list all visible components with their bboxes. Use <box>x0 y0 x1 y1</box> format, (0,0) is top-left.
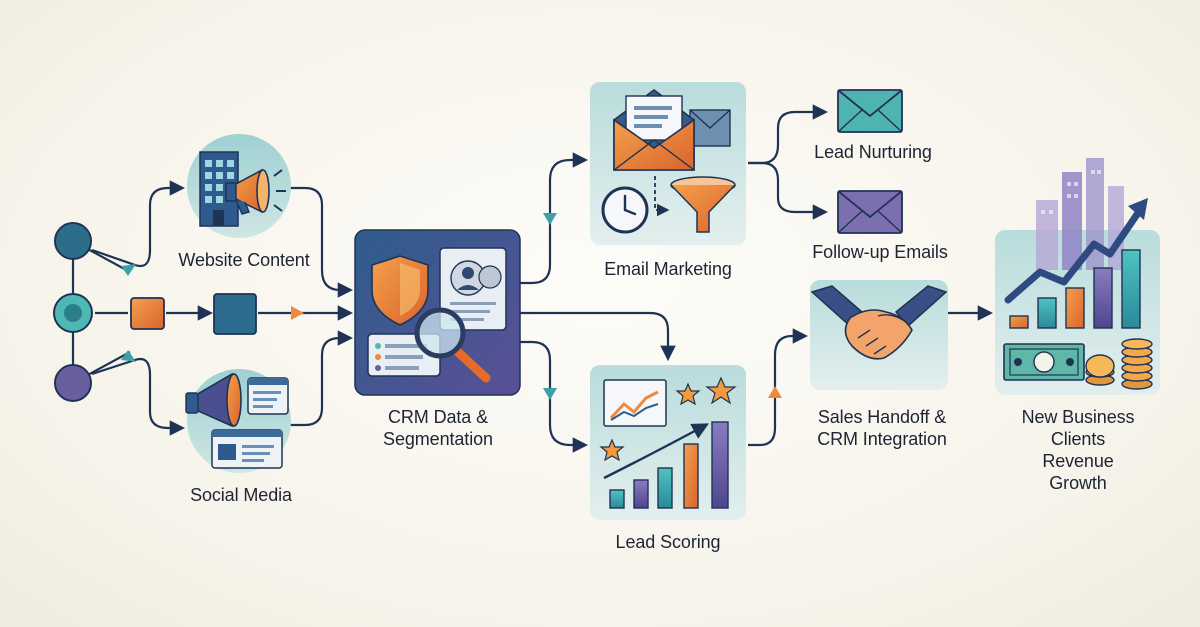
label-social-media: Social Media <box>190 485 292 505</box>
arrow-accent-icon <box>291 306 304 320</box>
city-skyline-icon <box>1036 158 1124 270</box>
sales-handoff-node <box>810 280 948 390</box>
social-media-node <box>185 369 291 473</box>
email-marketing-node <box>590 82 746 245</box>
megaphone-icon <box>225 168 286 215</box>
lead-scoring-node <box>590 365 746 520</box>
star-icon <box>675 382 701 406</box>
hub-node-top <box>54 222 92 260</box>
arrow-accent-icon <box>543 388 557 400</box>
hub-node-bottom <box>54 364 92 402</box>
new-business-node <box>995 158 1160 395</box>
label-new-business: New Business Clients Revenue Growth <box>1021 407 1135 493</box>
label-crm-data: CRM Data & Segmentation <box>383 407 493 449</box>
shield-icon <box>371 255 429 326</box>
label-follow-up-emails: Follow-up Emails <box>812 242 948 262</box>
arrow-accent-icon <box>768 386 782 398</box>
browser-window-icon <box>211 429 283 469</box>
funnel-icon <box>670 176 736 233</box>
label-lead-scoring: Lead Scoring <box>615 532 721 552</box>
coins-icon <box>1085 338 1153 390</box>
website-content-node <box>187 134 291 238</box>
growth-arrow <box>1004 206 1144 304</box>
arrow-accent-icon <box>543 213 557 225</box>
growth-arrowhead <box>1128 198 1148 220</box>
link-to-website <box>91 180 186 268</box>
browser-window-icon <box>247 377 289 415</box>
link-email-nurturing <box>748 104 829 165</box>
handshake-icon <box>810 285 948 360</box>
star-icon <box>705 376 737 405</box>
user-profile-icon <box>439 247 507 331</box>
dashed-flow-arrow <box>654 176 670 217</box>
link-crm-email <box>520 152 589 285</box>
link-social-crm <box>290 330 354 427</box>
mid-square-blue <box>213 293 257 335</box>
bar-chart-icon <box>1009 249 1141 329</box>
magnifier-icon <box>414 307 491 383</box>
link-website-crm <box>290 186 354 298</box>
star-icon <box>599 438 625 462</box>
arrow-accent-icon <box>121 350 136 362</box>
hub-node-center-dot <box>64 304 82 322</box>
envelope-icon <box>613 89 695 171</box>
arrow-accent-icon <box>121 264 136 276</box>
link-crm-scoring-a <box>520 311 676 362</box>
label-lead-nurturing: Lead Nurturing <box>814 142 932 162</box>
crm-data-node <box>354 229 521 396</box>
mid-square-orange <box>130 297 165 330</box>
megaphone-icon <box>185 372 242 428</box>
link-to-social <box>91 357 186 436</box>
arrow-accents <box>121 213 782 400</box>
clock-icon <box>601 186 649 234</box>
label-website-content: Website Content <box>178 250 310 270</box>
money-icon <box>1003 343 1085 381</box>
link-email-followup <box>748 161 829 220</box>
label-email-marketing: Email Marketing <box>604 259 732 279</box>
trend-arrow <box>603 423 709 480</box>
line-chart-icon <box>603 379 667 427</box>
bar-chart-icon <box>609 421 729 509</box>
label-sales-handoff: Sales Handoff & CRM Integration <box>817 407 947 449</box>
envelope-icon <box>837 89 903 133</box>
envelope-icon <box>837 190 903 234</box>
envelope-icon <box>689 109 731 147</box>
source-hub <box>53 222 257 402</box>
